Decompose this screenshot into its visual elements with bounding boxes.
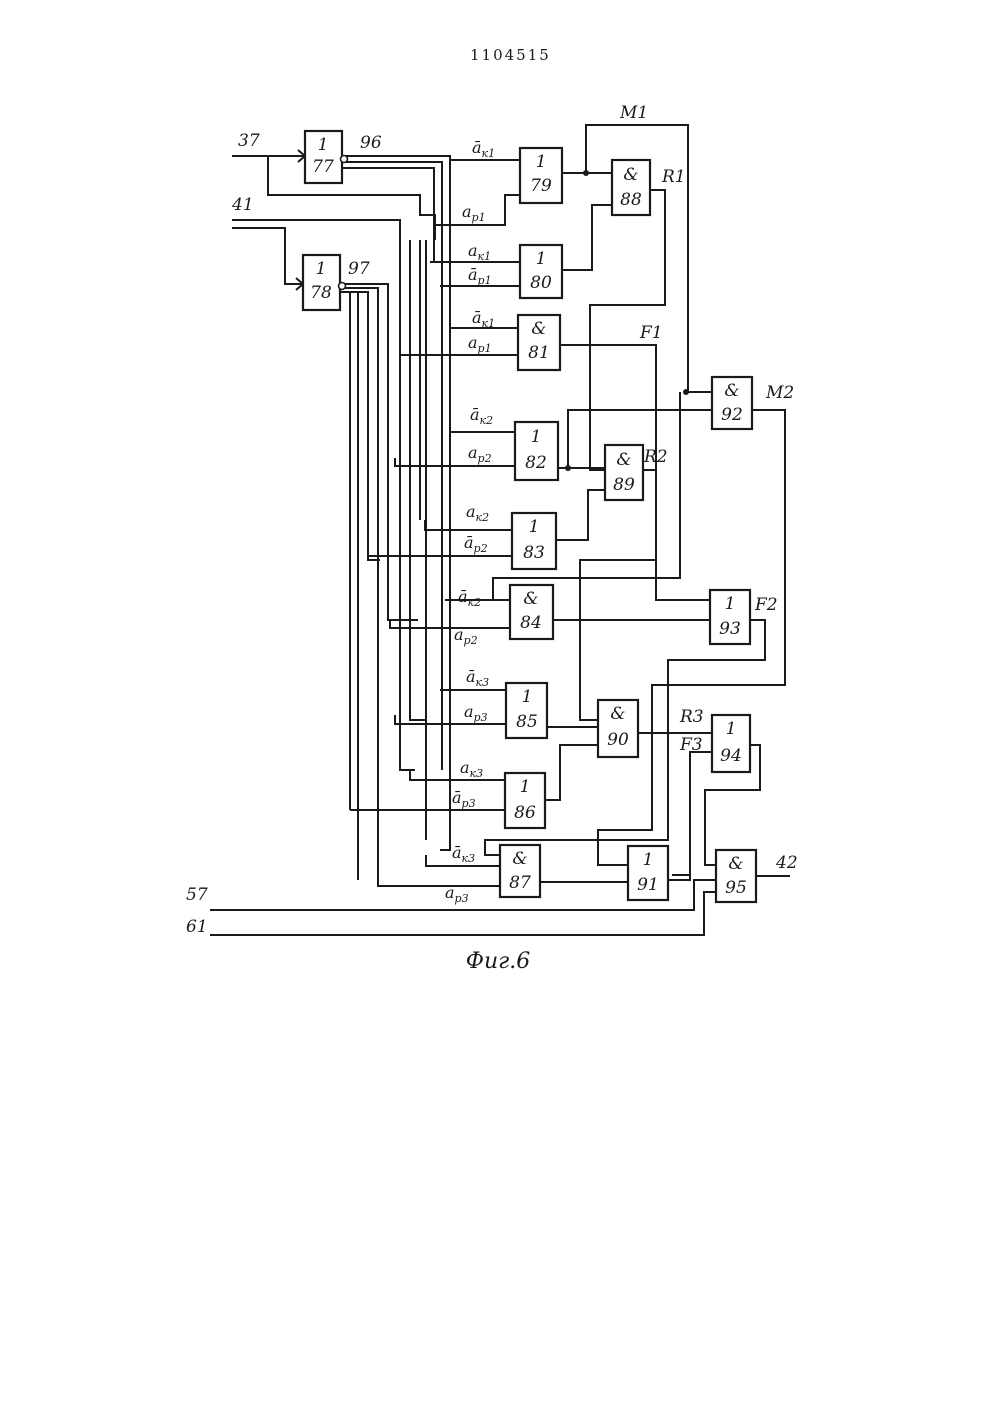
svg-text:&: & (531, 319, 546, 339)
block-93: 1 93 (710, 590, 750, 644)
block-77-op: 1 (318, 135, 329, 155)
input-41-label: 41 (231, 195, 254, 215)
svg-text:82: 82 (525, 453, 547, 473)
svg-text:āк3: āк3 (466, 667, 489, 689)
svg-text:89: 89 (613, 475, 635, 495)
svg-text:āр2: āр2 (464, 533, 488, 555)
svg-text:āк1: āк1 (472, 308, 495, 330)
svg-text:āр3: āр3 (452, 788, 476, 810)
net-f3-label: F3 (679, 735, 703, 755)
wire-41 (232, 220, 400, 240)
svg-text:1: 1 (726, 719, 737, 739)
block-85: 1 85 (506, 683, 547, 738)
block-83: 1 83 (512, 513, 556, 569)
svg-text:84: 84 (520, 613, 542, 633)
block-91: 1 91 (628, 846, 668, 900)
svg-text:1: 1 (536, 152, 547, 172)
svg-text:&: & (610, 704, 625, 724)
wires (210, 125, 790, 935)
svg-text:&: & (616, 450, 631, 470)
block-94: 1 94 (712, 715, 750, 772)
svg-text:&: & (623, 165, 638, 185)
svg-text:1: 1 (643, 850, 654, 870)
svg-text:83: 83 (523, 543, 545, 563)
svg-text:aк2: aк2 (466, 502, 489, 524)
svg-text:aк1: aк1 (468, 241, 491, 263)
block-78-op: 1 (316, 259, 327, 279)
figure-caption: Фиг.6 (466, 949, 531, 974)
svg-text:1: 1 (522, 687, 533, 707)
block-77: 1 77 (305, 131, 348, 183)
svg-text:88: 88 (620, 190, 642, 210)
net-f3 (672, 752, 700, 875)
svg-text:āк2: āк2 (470, 405, 493, 427)
block-95: & 95 (716, 850, 756, 902)
svg-text:91: 91 (637, 875, 659, 895)
svg-text:92: 92 (721, 405, 743, 425)
net-m2-label: M2 (765, 383, 794, 403)
svg-text:1: 1 (520, 777, 531, 797)
block-78: 1 78 (303, 255, 346, 310)
patent-number: 1104515 (470, 46, 551, 64)
signal-labels: āк1 aр1 aк1 āр1 āк1 aр1 āк2 aр2 aк2 āр2 … (445, 138, 495, 905)
net-f2-label: F2 (754, 595, 778, 615)
svg-text:81: 81 (528, 343, 550, 363)
net-97-label: 97 (348, 259, 370, 279)
svg-text:93: 93 (719, 619, 741, 639)
svg-text:1: 1 (529, 517, 540, 537)
svg-text:&: & (724, 381, 739, 401)
svg-text:aр3: aр3 (464, 702, 488, 724)
block-81: & 81 (518, 315, 560, 370)
block-82: 1 82 (515, 422, 558, 480)
net-r3-label: R3 (679, 707, 704, 727)
block-90: & 90 (598, 700, 638, 757)
net-f1-label: F1 (639, 323, 663, 343)
svg-text:95: 95 (725, 878, 747, 898)
svg-text:aк3: aк3 (460, 758, 483, 780)
block-89: & 89 (605, 445, 643, 500)
svg-text:āк3: āк3 (452, 843, 475, 865)
svg-text:āр1: āр1 (468, 265, 492, 287)
svg-text:āк2: āк2 (458, 587, 481, 609)
input-37-label: 37 (238, 131, 260, 151)
net-r2-label: R2 (643, 447, 668, 467)
svg-text:85: 85 (516, 712, 538, 732)
svg-text:1: 1 (725, 594, 736, 614)
net-m1-label: M1 (619, 103, 648, 123)
net-96-label: 96 (360, 133, 382, 153)
svg-text:&: & (512, 849, 527, 869)
block-84: & 84 (510, 585, 553, 639)
block-80: 1 80 (520, 245, 562, 298)
output-42-label: 42 (775, 853, 798, 873)
svg-text:aр2: aр2 (468, 443, 492, 465)
input-61-label: 61 (186, 917, 208, 937)
net-r1-label: R1 (661, 167, 686, 187)
svg-text:aр1: aр1 (468, 333, 492, 355)
net-r2 (580, 470, 656, 720)
svg-text:1: 1 (536, 249, 547, 269)
svg-text:94: 94 (720, 746, 742, 766)
block-88: & 88 (612, 160, 650, 215)
svg-text:90: 90 (607, 730, 629, 750)
block-92: & 92 (712, 377, 752, 429)
svg-text:79: 79 (530, 176, 552, 196)
svg-text:&: & (523, 589, 538, 609)
block-79: 1 79 (520, 148, 562, 203)
block-78-num: 78 (310, 283, 332, 303)
svg-text:āк1: āк1 (472, 138, 495, 160)
svg-text:86: 86 (514, 803, 536, 823)
svg-text:87: 87 (509, 873, 531, 893)
svg-text:1: 1 (531, 427, 542, 447)
block-77-num: 77 (312, 157, 334, 177)
svg-text:aр1: aр1 (462, 202, 486, 224)
input-57-label: 57 (186, 885, 208, 905)
svg-text:&: & (728, 854, 743, 874)
block-87: & 87 (500, 845, 540, 897)
block-86: 1 86 (505, 773, 545, 828)
svg-text:80: 80 (530, 273, 552, 293)
